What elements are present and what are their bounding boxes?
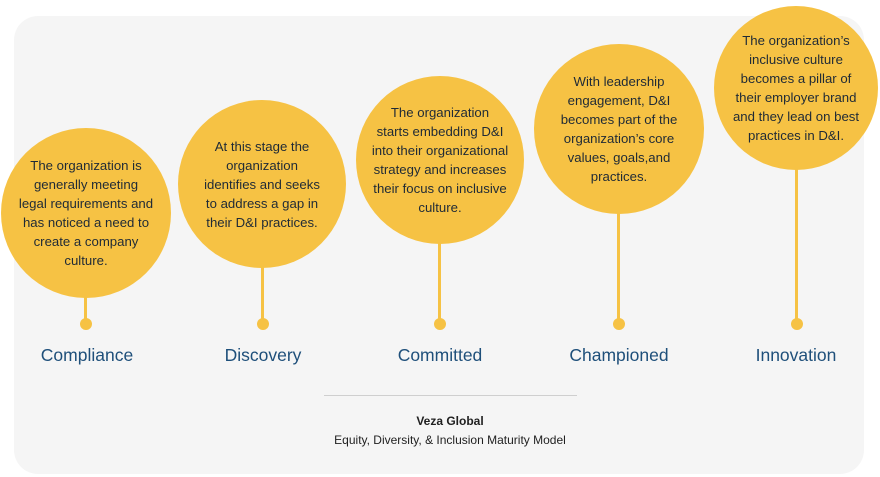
description-line: create a company xyxy=(33,234,139,249)
description-line: culture. xyxy=(64,253,108,268)
stage-description-innovation: The organization’s inclusive culture bec… xyxy=(733,31,859,145)
description-line: organization xyxy=(226,157,298,173)
description-line: identifies and seeks xyxy=(204,176,320,192)
stage-description-committed: The organization starts embedding D&I in… xyxy=(372,103,508,217)
description-line: starts embedding D&I xyxy=(376,124,504,139)
stage-description-championed: With leadership engagement, D&I becomes … xyxy=(561,72,678,186)
stage-label-committed: Committed xyxy=(397,345,483,365)
caption-title: Veza Global xyxy=(416,414,484,428)
stage-connector-innovation xyxy=(795,165,798,323)
description-line: generally meeting xyxy=(33,177,139,192)
stage-bubble-discovery: At this stage the organization identifie… xyxy=(178,100,346,268)
description-line: becomes a pillar of xyxy=(740,71,852,86)
stage-bubble-innovation: The organization’s inclusive culture bec… xyxy=(714,6,878,170)
description-line: With leadership xyxy=(573,74,665,89)
stage-bubble-committed: The organization starts embedding D&I in… xyxy=(356,76,524,244)
description-line: practices in D&I. xyxy=(747,128,844,143)
stage-marker-championed xyxy=(613,318,625,330)
description-line: The organization xyxy=(390,105,490,120)
description-line: The organization’s xyxy=(742,33,850,48)
description-line: values, goals,and xyxy=(567,150,671,165)
description-line: inclusive culture xyxy=(749,52,843,67)
description-line: becomes part of the xyxy=(560,112,678,127)
stage-label-innovation: Innovation xyxy=(755,345,837,365)
stage-label-compliance: Compliance xyxy=(40,345,134,365)
description-line: engagement, D&I xyxy=(567,93,671,108)
stage-bubble-compliance: The organization is generally meeting le… xyxy=(1,128,171,298)
description-line: organization’s core xyxy=(563,131,675,146)
stage-bubble-championed: With leadership engagement, D&I becomes … xyxy=(534,44,704,214)
description-line: their focus on inclusive xyxy=(373,181,507,196)
description-line: has noticed a need to xyxy=(22,215,150,230)
description-line: into their organizational xyxy=(371,143,509,158)
description-line: practices. xyxy=(590,169,648,184)
stage-marker-compliance xyxy=(80,318,92,330)
description-line: culture. xyxy=(418,200,462,215)
description-line: their employer brand xyxy=(735,90,857,105)
stage-marker-committed xyxy=(434,318,446,330)
stage-connector-compliance xyxy=(84,290,87,324)
caption-subtitle: Equity, Diversity, & Inclusion Maturity … xyxy=(334,433,566,447)
description-line: legal requirements and xyxy=(18,196,154,211)
description-line: their D&I practices. xyxy=(206,214,318,230)
stage-description-discovery: At this stage the organization identifie… xyxy=(204,137,320,232)
stage-connector-discovery xyxy=(261,255,264,323)
description-line: At this stage the xyxy=(214,138,310,154)
stage-marker-discovery xyxy=(257,318,269,330)
description-line: The organization is xyxy=(30,158,142,173)
description-line: strategy and increases xyxy=(373,162,507,177)
stage-description-compliance: The organization is generally meeting le… xyxy=(19,156,153,270)
stage-marker-innovation xyxy=(791,318,803,330)
caption-divider xyxy=(324,395,577,396)
stage-connector-championed xyxy=(617,195,620,323)
stage-label-championed: Championed xyxy=(569,345,669,365)
description-line: and they lead on best xyxy=(732,109,860,124)
description-line: to address a gap in xyxy=(205,195,319,211)
stage-label-discovery: Discovery xyxy=(224,345,302,365)
stage-connector-committed xyxy=(438,225,441,323)
